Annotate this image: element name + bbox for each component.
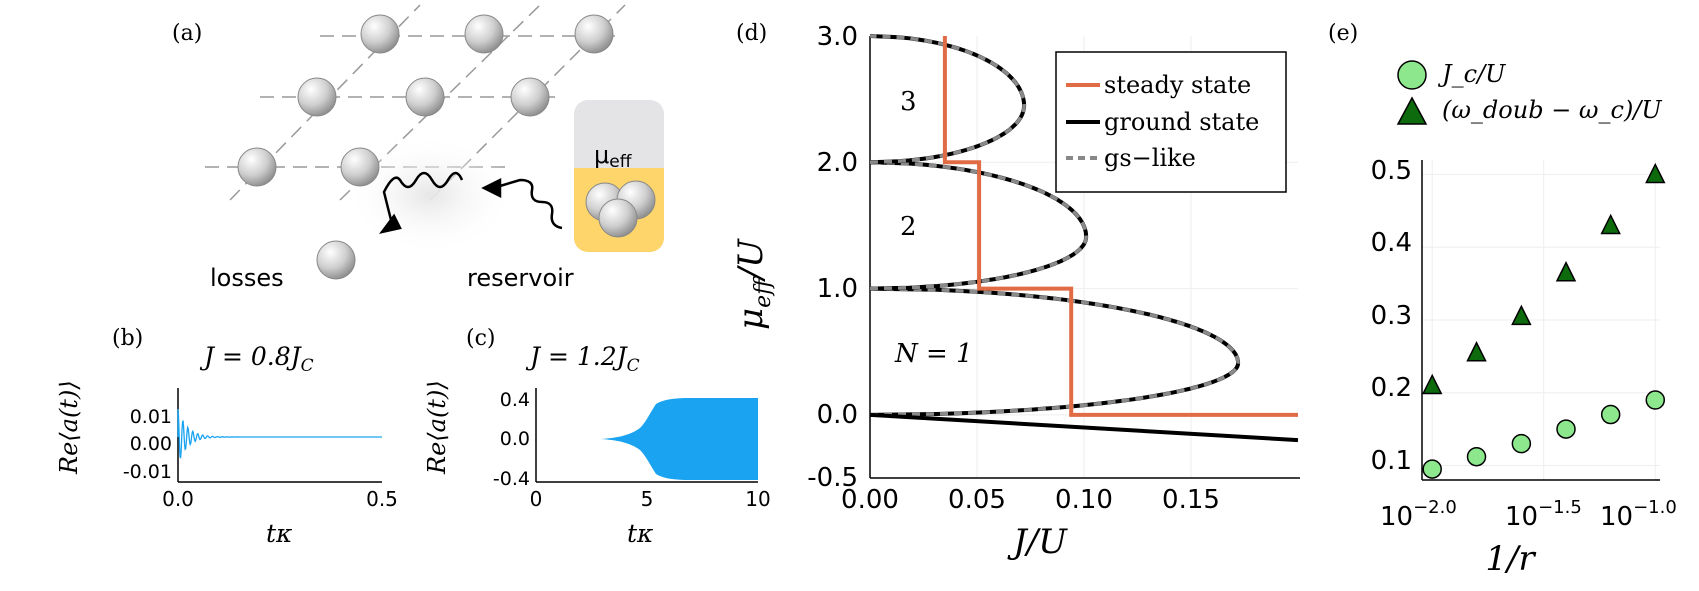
panel-d-ytick: 2.0 bbox=[817, 148, 858, 178]
panel-b-ytick: 0.01 bbox=[130, 406, 172, 428]
panel-b: (b) J = 0.8JC Re⟨a(t)⟩ 0.01 0.00 -0.01 0… bbox=[55, 326, 398, 548]
panel-e: (e) J_c/U (ω_doub − ω_c)/U 0.5 0.4 0.3 0… bbox=[1328, 21, 1677, 579]
panel-b-label: (b) bbox=[112, 326, 143, 351]
panel-c-xtick: 5 bbox=[641, 487, 654, 511]
legend-label-gslike: gs−like bbox=[1104, 144, 1196, 172]
panel-e-points bbox=[1421, 162, 1666, 479]
panel-d-ytick: 1.0 bbox=[817, 274, 858, 304]
legend-label-steady: steady state bbox=[1104, 71, 1251, 99]
panel-a: (a) bbox=[172, 4, 664, 292]
panel-d-ylabel: μeff/U bbox=[731, 238, 776, 330]
panel-d-legend: steady state ground state gs−like bbox=[1055, 51, 1287, 193]
panel-b-trace bbox=[177, 408, 382, 459]
panel-c-ylabel: Re⟨a(t)⟩ bbox=[423, 380, 451, 475]
jc-point bbox=[1511, 433, 1532, 454]
panel-e-xtick: 10−2.0 bbox=[1380, 497, 1457, 532]
omega-point bbox=[1600, 213, 1621, 235]
legend-label-omega: (ω_doub − ω_c)/U bbox=[1442, 96, 1662, 124]
panel-c-ytick: -0.4 bbox=[493, 468, 530, 490]
jc-point bbox=[1556, 419, 1576, 439]
panel-e-ytick: 0.4 bbox=[1371, 228, 1412, 258]
panel-e-ytick: 0.5 bbox=[1371, 156, 1412, 186]
panel-b-ylabel: Re⟨a(t)⟩ bbox=[55, 380, 83, 475]
jc-point bbox=[1466, 446, 1487, 467]
gs-like-lobe bbox=[869, 286, 1240, 417]
panel-d-xtick: 0.10 bbox=[1055, 485, 1113, 515]
jc-point bbox=[1645, 390, 1666, 410]
panel-c-xlabel: tκ bbox=[627, 519, 654, 548]
legend-label-ground: ground state bbox=[1104, 108, 1259, 136]
panel-e-xtick: 10−1.5 bbox=[1505, 497, 1582, 532]
panel-e-ytick: 0.3 bbox=[1371, 301, 1412, 331]
gs-like-lobe bbox=[869, 34, 1026, 165]
panel-c-ytick: 0.0 bbox=[500, 428, 530, 450]
panel-e-xlabel: 1/r bbox=[1485, 539, 1536, 579]
panel-b-ytick: 0.00 bbox=[130, 433, 172, 455]
panel-c-title: J = 1.2JC bbox=[525, 342, 640, 376]
reservoir-arrow bbox=[481, 177, 563, 230]
losses-label: losses bbox=[210, 264, 284, 292]
lobe-label-2: 2 bbox=[900, 212, 917, 242]
panel-b-xtick: 0.0 bbox=[162, 487, 194, 511]
jc-point bbox=[1422, 459, 1442, 479]
legend-marker-omega bbox=[1396, 96, 1428, 125]
omega-point bbox=[1421, 373, 1443, 395]
panel-d-ytick: 3.0 bbox=[817, 22, 858, 52]
lattice-atoms bbox=[237, 14, 614, 280]
panel-c-xtick: 0 bbox=[530, 487, 543, 511]
panel-e-ytick: 0.1 bbox=[1371, 446, 1412, 476]
panel-b-xlabel: tκ bbox=[266, 519, 293, 548]
panel-d-ytick: -0.5 bbox=[807, 463, 858, 493]
panel-c-ytick: 0.4 bbox=[500, 389, 530, 411]
gs-like-lobe bbox=[869, 160, 1088, 291]
legend-label-jc: J_c/U bbox=[1437, 60, 1506, 88]
panel-e-label: (e) bbox=[1328, 21, 1358, 46]
panel-d-xlabel: J/U bbox=[1007, 522, 1068, 562]
panel-c-envelope bbox=[536, 398, 758, 480]
panel-b-title: J = 0.8JC bbox=[199, 342, 314, 376]
omega-point bbox=[1555, 261, 1577, 282]
panel-d-ytick: 0.0 bbox=[817, 400, 858, 430]
reservoir-box: μeff bbox=[574, 100, 664, 252]
steady-state-line bbox=[942, 36, 1298, 417]
jc-point bbox=[1600, 404, 1621, 425]
lost-atom bbox=[316, 240, 356, 280]
omega-point bbox=[1511, 304, 1532, 326]
panel-d-xtick: 0.15 bbox=[1162, 485, 1220, 515]
lobe-label-1: N = 1 bbox=[894, 339, 973, 369]
panel-d: (d) 3.0 2.0 1.0 0.0 -0.5 0.00 0.05 0.10 … bbox=[731, 21, 1300, 562]
panel-e-xtick: 10−1.0 bbox=[1600, 497, 1677, 532]
panel-e-grid bbox=[1422, 160, 1660, 480]
panel-c-xtick: 10 bbox=[745, 487, 770, 511]
panel-b-xtick: 0.5 bbox=[366, 487, 398, 511]
mu-eff-label: μeff bbox=[594, 141, 633, 172]
omega-point bbox=[1466, 341, 1487, 362]
panel-e-legend: J_c/U (ω_doub − ω_c)/U bbox=[1396, 60, 1662, 125]
loss-arrow bbox=[378, 171, 464, 234]
panel-e-ytick: 0.2 bbox=[1371, 373, 1412, 403]
panel-b-ytick: -0.01 bbox=[123, 461, 172, 483]
lobe-label-3: 3 bbox=[900, 87, 917, 117]
ground-state-lobe bbox=[869, 34, 1027, 165]
ground-state-tail bbox=[869, 412, 1299, 443]
panel-c-label: (c) bbox=[466, 326, 496, 351]
panel-c: (c) J = 1.2JC Re⟨a(t)⟩ 0.4 0.0 -0.4 0 5 … bbox=[423, 326, 771, 548]
panel-d-xtick: 0.00 bbox=[841, 485, 899, 515]
legend-marker-jc bbox=[1397, 60, 1427, 90]
omega-point bbox=[1645, 162, 1666, 184]
panel-a-label: (a) bbox=[172, 21, 202, 46]
panel-d-xtick: 0.05 bbox=[948, 485, 1006, 515]
panel-d-curves bbox=[869, 34, 1299, 443]
panel-d-label: (d) bbox=[736, 21, 767, 46]
reservoir-label: reservoir bbox=[467, 264, 574, 292]
